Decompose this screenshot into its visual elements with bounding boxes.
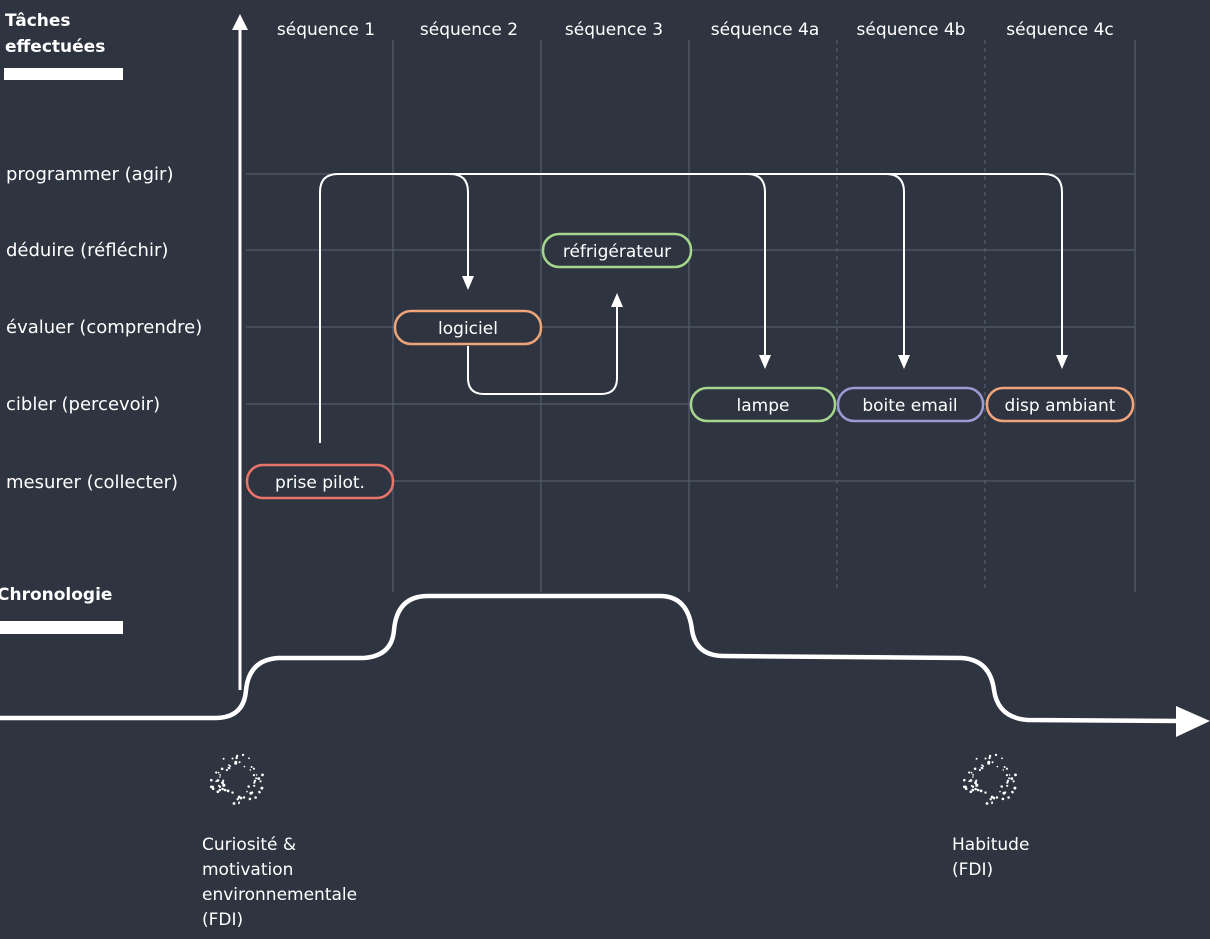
node-label: prise pilot. (275, 473, 365, 493)
task-label: cibler (percevoir) (6, 394, 160, 415)
milestone-left: Curiosité & motivation environnementale … (202, 835, 357, 930)
milestone-line: (FDI) (952, 860, 993, 880)
connector-branch (885, 173, 905, 357)
task-label: mesurer (collecter) (6, 472, 178, 493)
sequence-header: séquence 4b (857, 20, 966, 40)
milestone-line: environnementale (202, 885, 357, 905)
chrono-title-underline (0, 621, 123, 634)
dotted-ring-icon (963, 753, 1017, 805)
node-label: réfrigérateur (563, 242, 671, 262)
connector-branch (746, 173, 766, 357)
milestone-line: Curiosité & (202, 835, 296, 855)
node-logiciel (393, 309, 543, 346)
task-label: déduire (réfléchir) (6, 240, 168, 261)
milestone-line: motivation (202, 860, 293, 880)
chronology-arrowhead (1176, 706, 1210, 737)
tasks-title-underline (4, 68, 123, 80)
task-label: évaluer (comprendre) (6, 317, 202, 338)
tasks-title-line1: Tâches (5, 11, 71, 31)
chronology-curve (0, 593, 1183, 724)
node-prise-pilot (245, 463, 395, 500)
connector-loop (467, 305, 618, 395)
sequence-header: séquence 4c (1006, 20, 1114, 40)
task-label: programmer (agir) (6, 164, 173, 185)
chrono-title: Chronologie (0, 585, 112, 605)
node-boite-email (836, 386, 985, 423)
sequence-header: séquence 2 (420, 20, 518, 40)
node-label: disp ambiant (1005, 396, 1116, 416)
milestone-right: Habitude (FDI) (952, 835, 1029, 880)
arrowhead-down (1056, 355, 1068, 369)
grid-vertical (392, 40, 1136, 592)
milestone-line: (FDI) (202, 910, 243, 930)
arrowheads (462, 276, 1068, 369)
sequence-header: séquence 4a (711, 20, 820, 40)
arrowhead-down (898, 355, 910, 369)
connectors (319, 173, 1063, 443)
sequence-header: séquence 1 (277, 20, 375, 40)
dotted-ring-icon (210, 753, 264, 805)
arrowhead-down (759, 355, 771, 369)
task-labels: programmer (agir) déduire (réfléchir) év… (6, 164, 202, 493)
tasks-title-line2: effectuées (5, 37, 105, 57)
node-label: boite email (862, 396, 957, 416)
arrowhead-up (611, 293, 623, 307)
nodes: prise pilot. logiciel réfrigérateur lamp… (245, 232, 1135, 500)
node-disp-ambiant (985, 386, 1135, 423)
connector-branch (449, 173, 469, 278)
node-lampe (689, 386, 837, 423)
node-label: logiciel (438, 319, 498, 339)
node-refrigerateur (541, 232, 693, 269)
sequence-headers: séquence 1 séquence 2 séquence 3 séquenc… (277, 20, 1114, 40)
node-label: lampe (737, 396, 790, 416)
arrowhead-down (462, 276, 474, 290)
connector-main (319, 173, 1063, 443)
grid-horizontal (246, 173, 1135, 482)
axis-arrowhead-up (232, 14, 248, 30)
sequence-header: séquence 3 (565, 20, 663, 40)
milestone-line: Habitude (952, 835, 1029, 855)
